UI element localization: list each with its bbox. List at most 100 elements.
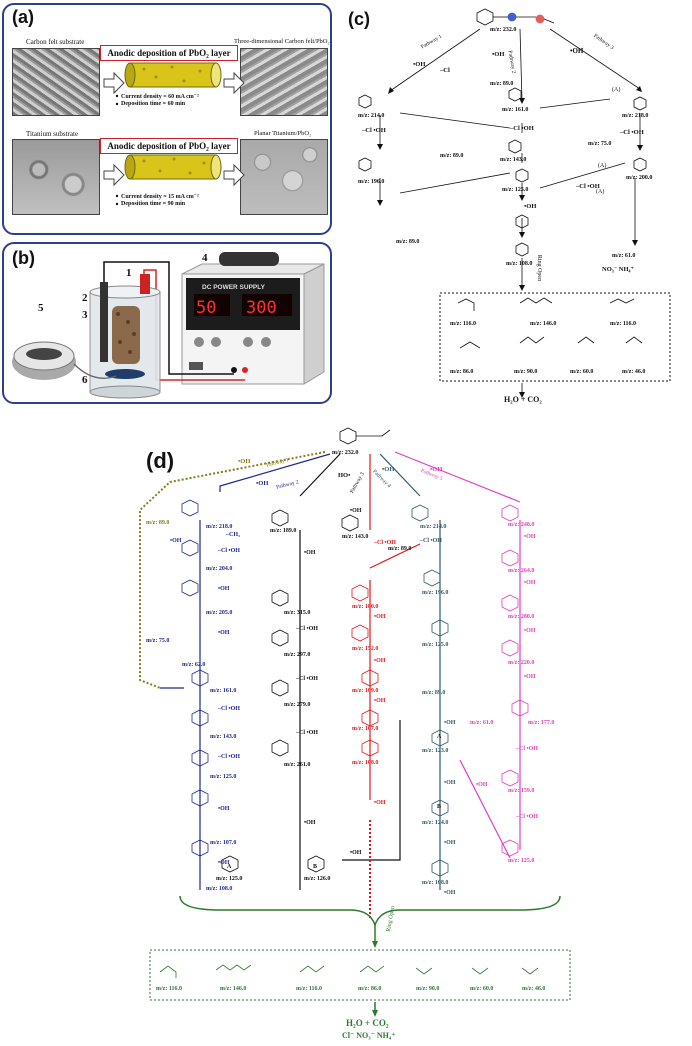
panel-b-label: (b) [12,248,35,268]
c-prod-90: m/z: 90.0 [514,369,538,375]
d-pink-mz-3: m/z: 220.0 [508,660,535,666]
d-teal-mz-5: m/z: 124.0 [422,820,449,826]
panel-a-label: (a) [12,7,34,27]
electrolysis-setup-illustration: DC POWER SUPPLY 50 300 [12,252,325,399]
d-pink-oh-5: •OH [476,782,488,788]
electrode-cylinder-icon [124,62,222,180]
label-5: 5 [38,302,44,314]
d-prod-mz-4: m/z: 90.0 [416,986,440,992]
d-teal-oh-1: •OH [444,720,456,726]
panel-a-graphics [103,62,245,206]
c-oh-108: •OH [524,203,537,210]
label-2: 2 [82,292,88,304]
d-red-oh-2: •OH [374,658,386,664]
c-mz-61: m/z: 61.0 [612,253,636,259]
products-box [439,292,671,382]
d-oh-pink: •OH [430,466,443,473]
d-pink-cl-oh-1: –Cl •OH [516,746,538,752]
d-red-oh-1: •OH [374,614,386,620]
c-mz-89-b: m/z: 89.0 [440,153,464,159]
d-teal-oh-4: •OH [444,890,456,896]
d-teal-oh-3: •OH [444,840,456,846]
d-prod-mz-6: m/z: 46.0 [522,986,546,992]
d-mid-mz-2: m/z: 89.0 [388,546,412,552]
c-minus-cl-oh-4: –Cl •OH [576,183,600,190]
c-mz-161: m/z: 161.0 [502,107,529,113]
d-red-mz-2: m/z: 109.0 [352,688,379,694]
d-left-mz-2: m/z: 204.0 [206,566,233,572]
d-left-mz-5: m/z: 62.0 [182,662,206,668]
d-oh-blue: •OH [256,480,269,487]
d-teal-mz-3: m/z: 89.0 [422,690,446,696]
d-mid-mz-6: m/z: 261.0 [284,762,311,768]
d-mid-cl-oh-1: –Cl •OH [296,626,318,632]
reactor-vessel-icon [89,274,161,399]
c-label-a-3: (A) [596,189,605,195]
panel-d-label: (d) [146,448,175,473]
d-red-mz-3: m/z: 107.0 [352,726,379,732]
d-mid-oh-1: •OH [304,550,316,556]
pathway-d-diagram [139,427,571,1017]
d-blue-oh-4: •OH [218,860,230,866]
carbon-substrate-label: Carbon felt substrate [26,38,85,46]
d-left-mz-6: m/z: 161.0 [210,688,237,694]
d-pink-mz-7: m/z: 125.0 [508,858,535,864]
d-blue-oh-5: •OH [170,538,182,544]
c-mz-200: m/z: 200.0 [626,175,653,181]
d-red-mz-0: m/z: 180.0 [352,604,379,610]
d-mid-mz-1: m/z: 143.0 [342,534,369,540]
panel-a: (a) Carbon felt substrate Three-dimensio… [2,3,332,235]
c-oh-pathway2: •OH [492,51,505,58]
d-teal-mz-0: m/z: 214.0 [420,524,447,530]
molecule-structures [358,87,647,257]
label-3: 3 [82,309,88,321]
d-prod-mz-5: m/z: 60.0 [470,986,494,992]
d-mid-oh-3: •OH [350,850,362,856]
c-oh-pathway1: •OH [413,61,426,68]
c-label-a-1: (A) [612,87,621,93]
d-prod-mz-1: m/z: 146.0 [220,986,247,992]
d-red-mz-4: m/z: 108.0 [352,760,379,766]
air-pump-icon [12,341,117,380]
arrowhead-icon [377,86,643,398]
c-final: H₂O + CO₂ [504,395,542,404]
d-products-box [149,949,571,1001]
d-pink-oh-1: •OH [524,534,536,540]
d-mid-mz-8: m/z: 126.0 [304,876,331,882]
c-mz-108: m/z: 108.0 [506,261,533,267]
d-mid-mz-7: m/z: 125.0 [216,876,243,882]
d-red-oh-4: •OH [374,800,386,806]
condition-1-current: Current density = 60 mA cm⁻² [121,94,199,100]
label-6: 6 [82,374,88,386]
d-mid-oh-2: •OH [304,820,316,826]
d-blue-cl-oh-1: –Cl •OH [218,548,240,554]
d-left-mz-4: m/z: 75.0 [146,638,170,644]
c-minus-cl: –Cl [440,67,450,74]
d-left-mz-1: m/z: 218.0 [206,524,233,530]
titanium-product-label: Planar Titanium/PbO₂ [254,130,312,137]
c-minus-cl-oh-3: –Cl •OH [620,129,644,136]
d-red-cl-oh: –Cl •OH [374,540,396,546]
d-left-mz-9: m/z: 107.0 [210,840,237,846]
arrow-icon [103,71,245,187]
d-blue-oh-3: •OH [218,806,230,812]
c-prod-60: m/z: 60.0 [570,369,594,375]
d-mid-mz-4: m/z: 297.0 [284,652,311,658]
d-teal-ring-a: A [437,734,442,740]
pathway-c-diagram [358,8,671,398]
deposition-title-1: Anodic deposition of PbO₂ layer [100,45,238,61]
condition-2-current: Current density = 15 mA cm⁻² [121,194,199,200]
d-prod-mz-3: m/z: 86.0 [358,986,382,992]
c-prod-86: m/z: 86.0 [450,369,474,375]
d-mid-mz-3: m/z: 315.0 [284,610,311,616]
d-prod-mz-0: m/z: 116.0 [156,986,182,992]
d-oh-teal: •OH [382,466,395,473]
panel-d: m/z: 232.0 Pathway 1 Pathway 2 Pathway 3… [120,420,690,1042]
d-pink-mz-2: m/z: 280.0 [508,614,535,620]
d-teal-mz-4: m/z: 123.0 [422,748,449,754]
d-pink-oh-3: •OH [524,628,536,634]
c-minus-cl-oh-2: –Cl •OH [510,125,534,132]
panel-b: (b) DC POWER SUPPLY 50 300 [2,242,332,404]
d-pink-cl-oh-2: –Cl •OH [516,814,538,820]
carbon-felt-sem-image [12,48,100,116]
